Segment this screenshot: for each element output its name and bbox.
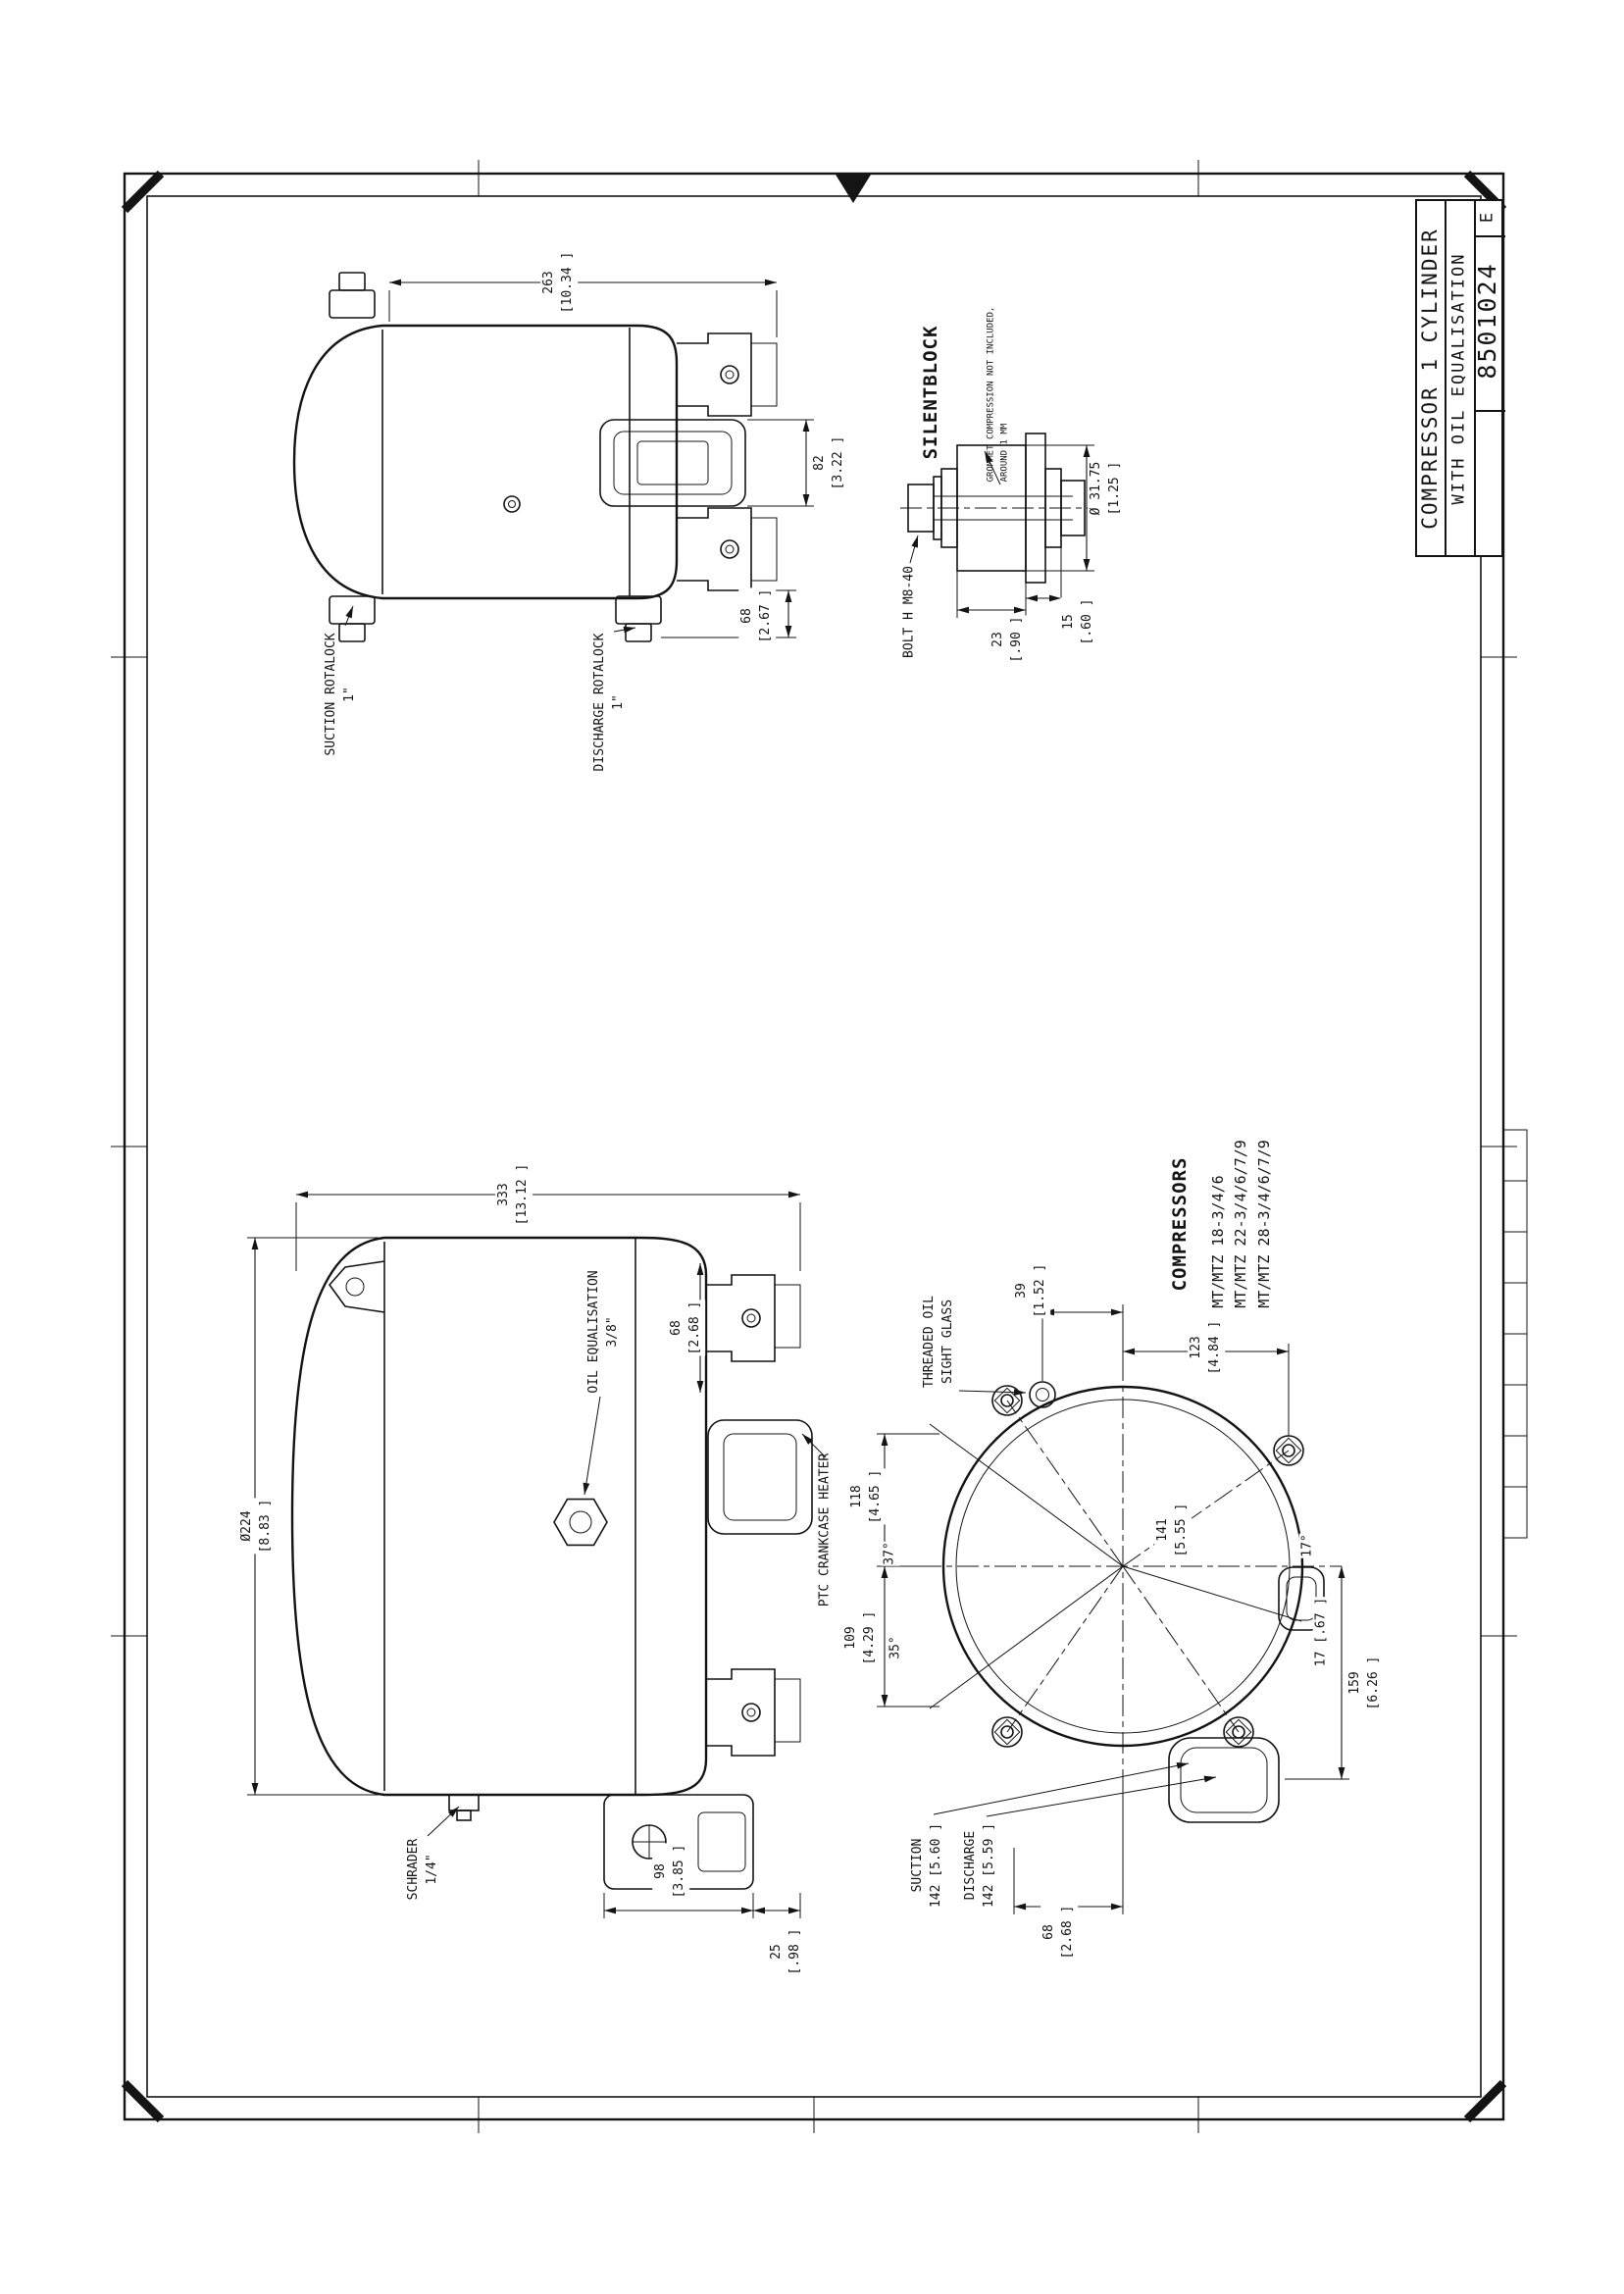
angle-37: 37° bbox=[881, 1541, 900, 1566]
discharge-port-label: DISCHARGE 142 [5.59 ] bbox=[962, 1821, 999, 1910]
dim-17: 17 [.67 ] bbox=[1312, 1596, 1332, 1668]
compressors-models: MT/MTZ 18-3/4/6 MT/MTZ 22-3/4/6/7/9 MT/M… bbox=[1209, 1140, 1273, 1308]
revision-letter: E bbox=[1477, 210, 1497, 224]
dim-plate-width: 15 [.60 ] bbox=[1060, 597, 1097, 646]
grommet-note: GROMMET COMPRESSION NOT INCLUDED, AROUND… bbox=[986, 306, 1010, 483]
bolt-label: BOLT H M8-40 bbox=[901, 566, 917, 658]
compressors-title: COMPRESSORS bbox=[1169, 1156, 1192, 1292]
title-block-divider bbox=[1474, 410, 1505, 412]
title-block-divider bbox=[1445, 201, 1446, 555]
dim-overall-height: 263 [10.34 ] bbox=[540, 250, 578, 315]
schrader-label: SCHRADER 1/4" bbox=[406, 1838, 439, 1901]
dim-shell-diameter: Ø224 [8.83 ] bbox=[238, 1498, 276, 1555]
dim-39: 39 [1.52 ] bbox=[1013, 1262, 1050, 1319]
dim-123: 123 [4.84 ] bbox=[1188, 1319, 1225, 1376]
dim-sump-offset: 25 [.98 ] bbox=[768, 1927, 805, 1976]
oil-equalisation-label: OIL EQUALISATION 3/8" bbox=[586, 1270, 620, 1394]
dim-overall-length: 333 [13.12 ] bbox=[495, 1162, 533, 1227]
suction-rotalock-label: SUCTION ROTALOCK 1" bbox=[324, 633, 357, 756]
title-subtitle: WITH OIL EQUALISATION bbox=[1448, 252, 1469, 505]
silentblock-title: SILENTBLOCK bbox=[920, 325, 942, 460]
title-block bbox=[1415, 199, 1505, 557]
ptc-heater-label: PTC CRANKCASE HEATER bbox=[817, 1453, 833, 1607]
dim-grommet-diameter: Ø 31.75 [1.25 ] bbox=[1088, 460, 1125, 517]
title-block-divider bbox=[1474, 201, 1476, 555]
side-view bbox=[292, 272, 814, 642]
top-view bbox=[877, 1304, 1349, 1914]
drawing-number: 8501024 bbox=[1472, 262, 1501, 380]
fold-mark-triangle bbox=[836, 175, 871, 203]
dim-oil-eq-offset: 68 [2.68 ] bbox=[668, 1300, 705, 1356]
dim-141: 141 [5.55 ] bbox=[1154, 1502, 1192, 1558]
edge-scale-strip bbox=[1502, 1129, 1528, 1539]
silentblock-detail bbox=[900, 433, 1108, 618]
sight-glass-label: THREADED OIL SIGHT GLASS bbox=[922, 1296, 955, 1388]
title-block-divider bbox=[1474, 235, 1505, 237]
angle-17: 17° bbox=[1298, 1533, 1318, 1558]
dim-sump: 98 [3.85 ] bbox=[652, 1843, 689, 1900]
dim-109: 109 [4.29 ] bbox=[842, 1609, 880, 1666]
dim-discharge-offset: 68 [2.67 ] bbox=[738, 587, 776, 644]
suction-port-label: SUCTION 142 [5.60 ] bbox=[909, 1821, 946, 1910]
title-product: COMPRESSOR 1 CYLINDER bbox=[1417, 228, 1442, 530]
front-view bbox=[247, 1191, 827, 1918]
sheet-frame bbox=[111, 160, 1528, 2133]
dim-terminal-box: 82 [3.22 ] bbox=[811, 434, 848, 491]
angle-35: 35° bbox=[887, 1635, 906, 1660]
dim-118: 118 [4.65 ] bbox=[848, 1468, 886, 1525]
discharge-rotalock-label: DISCHARGE ROTALOCK 1" bbox=[592, 633, 626, 772]
dim-grommet-width: 23 [.90 ] bbox=[990, 615, 1027, 664]
dim-68-port: 68 [2.68 ] bbox=[1040, 1904, 1078, 1961]
dim-159: 159 [6.26 ] bbox=[1346, 1655, 1384, 1711]
